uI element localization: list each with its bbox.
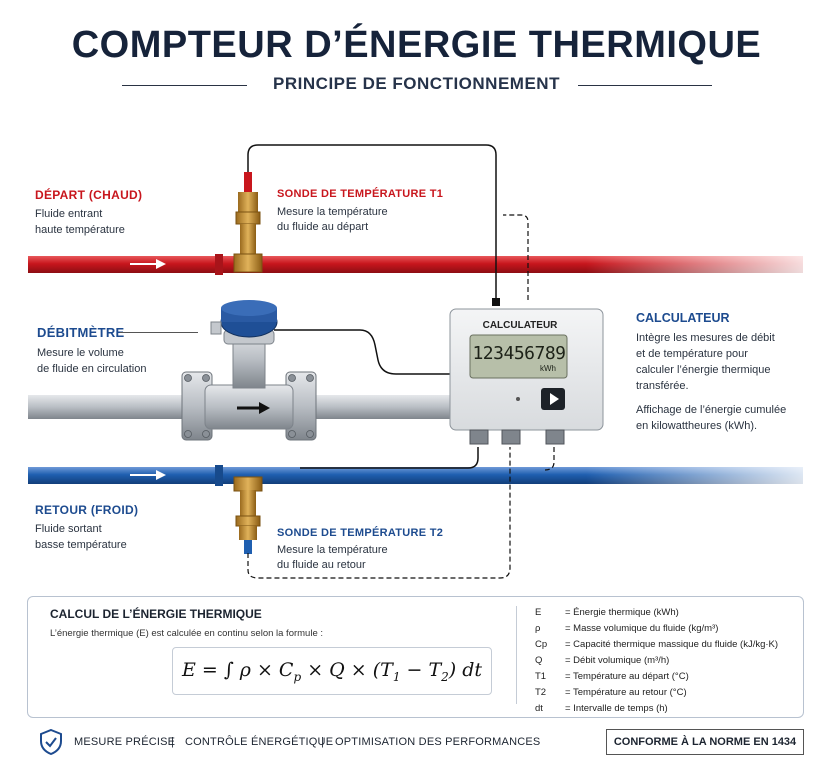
label-calculateur-p2-1: Affichage de l’énergie cumulée [636, 404, 787, 416]
label-t2-line2: du fluide au retour [277, 559, 366, 571]
sensor-t2 [233, 476, 263, 554]
shield-check-icon [40, 729, 62, 755]
supply-pipe-hot [28, 254, 803, 275]
formula-equation: E = ∫ ρ × Cp × Q × (T1 − T2) dt [172, 647, 492, 695]
formula-divider [516, 606, 517, 704]
label-retour-line2: basse température [35, 539, 127, 551]
label-calculateur-p2-2: en kilowattheures (kWh). [636, 420, 758, 432]
lcd-reading: 123456789 [472, 343, 566, 364]
label-t2-line1: Mesure la température [277, 544, 388, 556]
legend-row: T1= Température au départ (°C) [535, 671, 689, 682]
label-retour-heading: RETOUR (FROID) [35, 503, 139, 517]
footer-item-precision: MESURE PRÉCISE [74, 736, 176, 748]
label-calculateur-p1-3: calculer l’énergie thermique [636, 364, 771, 376]
subtitle-rule-left [122, 85, 247, 86]
device-label: CALCULATEUR [482, 320, 558, 331]
lcd-unit: kWh [540, 364, 556, 373]
formula-title: CALCUL DE L’ÉNERGIE THERMIQUE [50, 607, 262, 621]
legend-row: ρ= Masse volumique du fluide (kg/m³) [535, 623, 719, 634]
legend-row: T2= Température au retour (°C) [535, 687, 687, 698]
subtitle-rule-right [578, 85, 712, 86]
label-t2-heading: SONDE DE TEMPÉRATURE T2 [277, 527, 444, 539]
page-title: COMPTEUR D’ÉNERGIE THERMIQUE [71, 24, 762, 66]
label-depart-line2: haute température [35, 224, 125, 236]
label-calculateur-heading: CALCULATEUR [636, 311, 730, 325]
formula-panel [27, 596, 804, 718]
norm-badge: CONFORME À LA NORME EN 1434 [606, 729, 804, 755]
label-debitmetre-line1: Mesure le volume [37, 347, 124, 359]
debitmetre-leader-line [120, 332, 198, 333]
label-debitmetre-line2: de fluide en circulation [37, 363, 147, 375]
formula-intro: L’énergie thermique (E) est calculée en … [50, 628, 324, 639]
heat-meter-diagram [28, 144, 803, 579]
label-calculateur-p1-2: et de température pour [636, 348, 748, 360]
footer-item-optimisation: OPTIMISATION DES PERFORMANCES [335, 736, 541, 748]
label-depart-heading: DÉPART (CHAUD) [35, 188, 143, 202]
page-subtitle: PRINCIPE DE FONCTIONNEMENT [273, 74, 560, 93]
label-t1-line2: du fluide au départ [277, 221, 369, 233]
dashed-cables [247, 214, 555, 579]
legend-row: E= Énergie thermique (kWh) [535, 607, 679, 618]
legend-row: Cp= Capacité thermique massique du fluid… [535, 639, 779, 650]
cable-connector [492, 298, 500, 306]
signal-cables [247, 144, 497, 469]
label-calculateur-p1-1: Intègre les mesures de débit [636, 332, 775, 344]
footer-separator: | [321, 736, 325, 748]
label-debitmetre-heading: DÉBITMÈTRE [37, 325, 125, 340]
label-calculateur-p1-4: transférée. [636, 380, 689, 392]
flow-meter-pipe [28, 300, 450, 441]
footer-item-control: CONTRÔLE ÉNERGÉTIQUE [185, 736, 334, 748]
label-retour-line1: Fluide sortant [35, 523, 102, 535]
footer-separator: | [171, 736, 175, 748]
legend-row: Q= Débit volumique (m³/h) [535, 655, 670, 666]
label-t1-line1: Mesure la température [277, 206, 388, 218]
return-pipe-cold [28, 465, 803, 486]
sensor-t1 [233, 172, 263, 273]
label-depart-line1: Fluide entrant [35, 208, 103, 220]
legend-row: dt= Intervalle de temps (h) [535, 703, 668, 714]
calculator-unit [449, 308, 604, 445]
label-t1-heading: SONDE DE TEMPÉRATURE T1 [277, 188, 444, 200]
